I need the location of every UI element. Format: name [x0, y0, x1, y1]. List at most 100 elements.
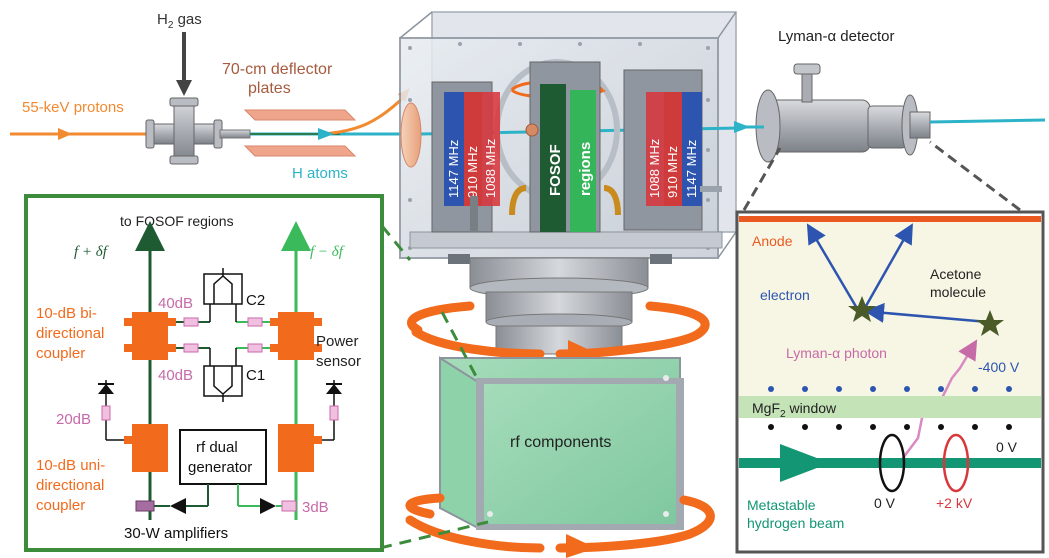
- deflector-label-line2: plates: [248, 80, 291, 97]
- electrode-dots-400: [768, 386, 1012, 392]
- combiner-c2-icon: [203, 268, 243, 322]
- right-1147-block: [682, 92, 702, 206]
- uni-coupler-label-1: 10-dB uni-: [36, 457, 105, 474]
- ring-0v: [878, 433, 906, 493]
- acetone-label-line1: Acetone: [930, 266, 982, 282]
- bi-coupler-label-2: directional: [36, 325, 104, 342]
- h-atoms-label: H atoms: [292, 165, 348, 182]
- att-40-top-left: [183, 317, 199, 327]
- uni-coupler-label-3: coupler: [36, 497, 85, 514]
- amplifier-left-icon: [170, 498, 186, 514]
- right-quench-stack: 1088 MHz 910 MHz 1147 MHz: [623, 69, 722, 231]
- detector-label: Lyman-α detector: [778, 28, 895, 45]
- detector-inset: Anode electron Acetone molecule Lyman-α …: [735, 210, 1045, 554]
- electron-track-2: [864, 223, 913, 307]
- left-freq-1088: 1088 MHz: [483, 139, 498, 198]
- electrode-dots-0: [768, 424, 1012, 430]
- fosof-regions: FOSOF regions: [509, 61, 639, 233]
- protons-label: 55-keV protons: [22, 99, 124, 116]
- acetone-label-line2: molecule: [930, 284, 986, 300]
- entrance-window: [400, 102, 422, 168]
- electron-label: electron: [760, 287, 810, 303]
- acetone-star-1-icon: [848, 296, 876, 322]
- bi-coupler-label-3: coupler: [36, 345, 85, 362]
- rf-components-box: rf components: [439, 356, 684, 530]
- att-3-label: 3dB: [302, 499, 329, 516]
- anode-label: Anode: [752, 233, 793, 249]
- att-40-bot-left: [183, 343, 199, 353]
- photon-label: Lyman-α photon: [786, 345, 887, 361]
- acetone-star-2-icon: [976, 310, 1004, 336]
- att-3: [281, 500, 297, 512]
- combiner-c1-icon: [203, 348, 243, 402]
- left-freq-1147: 1147 MHz: [446, 140, 461, 198]
- vacuum-chamber: 1147 MHz 910 MHz 1088 MHz FOSOF regions …: [399, 11, 741, 264]
- anode-plate: [739, 216, 1041, 222]
- amplifier-right-icon: [260, 498, 276, 514]
- gas-cell-cross-icon: [145, 97, 223, 165]
- diode-left-icon: [98, 380, 114, 430]
- zoom-line-left: [742, 147, 782, 211]
- att-40-top-label: 40dB: [158, 295, 193, 312]
- support-column: [469, 257, 649, 355]
- fosof-plate-light: [570, 90, 596, 232]
- right-freq-1147: 1147 MHz: [684, 140, 699, 198]
- deflector-plate-top: [243, 109, 357, 121]
- v-plus2kv-label: +2 kV: [936, 495, 973, 511]
- left-1147-block: [444, 92, 464, 206]
- right-1088-block: [646, 92, 664, 206]
- att-20: [101, 405, 111, 421]
- h2-gas-label: H2 gas: [157, 11, 202, 31]
- lyman-detector: Lyman-α detector: [734, 28, 1046, 212]
- ring-2kv: [942, 433, 970, 493]
- amplifiers-label: 30-W amplifiers: [124, 525, 228, 542]
- f-plus-label: f + δf: [74, 244, 109, 260]
- mgf2-label: MgF2 window: [752, 400, 837, 420]
- f-minus-label: f − δf: [310, 244, 345, 260]
- beam-label-line1: Metastable: [747, 497, 816, 513]
- att-40-top-right: [247, 317, 263, 327]
- right-freq-910: 910 MHz: [665, 146, 680, 198]
- bi-coupler-label-1: 10-dB bi-: [36, 305, 97, 322]
- fosof-plate-dark: [540, 84, 566, 232]
- att-40-bot-right: [247, 343, 263, 353]
- rf-components-label: rf components: [510, 434, 611, 451]
- generator-label-1: rf dual: [196, 439, 238, 456]
- h-atom-arrow-icon: [318, 128, 334, 140]
- beam-label-line2: hydrogen beam: [747, 515, 844, 531]
- right-910-block: [664, 92, 682, 206]
- mgf2-window: [739, 396, 1041, 418]
- beam-pipe: [219, 129, 251, 139]
- rotation-arrow-upper: [407, 301, 710, 368]
- v-minus400-label: -400 V: [978, 359, 1020, 375]
- beam-arrow-icon: [780, 444, 830, 482]
- bi-coupler-right: [278, 312, 314, 360]
- left-910-block: [464, 92, 482, 206]
- lower-rotation-arrowhead-icon: [566, 534, 596, 558]
- v0-ring-label: 0 V: [874, 495, 896, 511]
- v0-right-label: 0 V: [996, 439, 1018, 455]
- generator-label-2: generator: [188, 459, 252, 476]
- rf-cable-right: [603, 185, 621, 216]
- electron-track-1: [806, 223, 860, 311]
- rf-circuit-diagram: to FOSOF regions f + δf f − δf 10-dB bi-…: [24, 194, 384, 552]
- to-fosof-label: to FOSOF regions: [120, 213, 234, 229]
- uni-coupler-label-2: directional: [36, 477, 104, 494]
- zoom-line-right: [929, 140, 1021, 212]
- proton-arrow-icon: [58, 128, 72, 140]
- att-40-bottom-label: 40dB: [158, 367, 193, 384]
- left-quench-stack: 1147 MHz 910 MHz 1088 MHz: [431, 81, 500, 233]
- power-sensor-label-2: sensor: [316, 353, 361, 370]
- att-20-label: 20dB: [56, 411, 91, 428]
- right-freq-1088: 1088 MHz: [647, 139, 662, 198]
- rf-cable-left: [509, 185, 527, 216]
- metastable-beam: [739, 458, 1041, 468]
- uni-coupler-right: [278, 424, 314, 472]
- diode-right-icon: [326, 380, 342, 430]
- c2-label: C2: [246, 292, 265, 309]
- regions-label: regions: [577, 142, 594, 196]
- circuit-link-top: [380, 225, 412, 261]
- gas-arrow-icon: [176, 80, 192, 96]
- deflector-label-line1: 70-cm deflector: [222, 61, 333, 78]
